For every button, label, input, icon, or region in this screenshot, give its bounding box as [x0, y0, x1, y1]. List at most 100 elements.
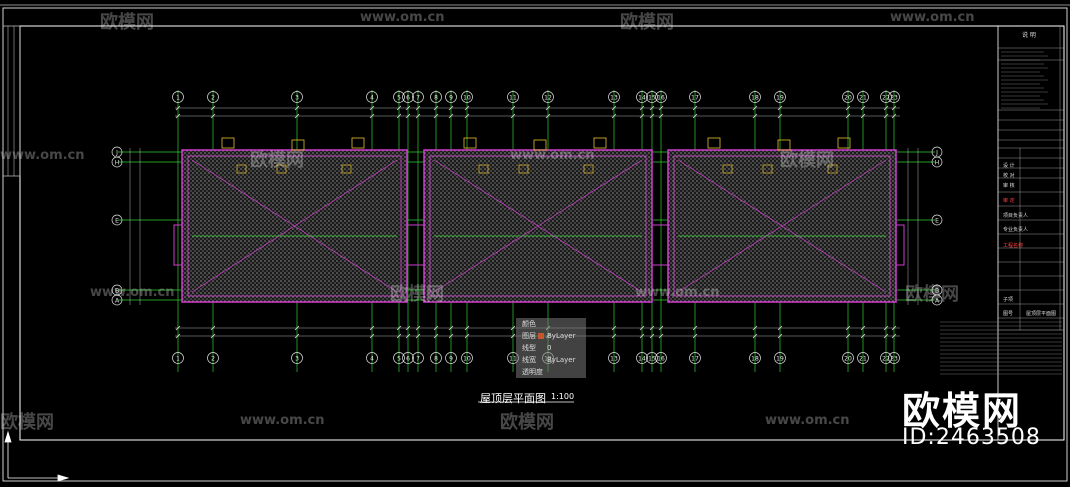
axis-bubble: 10 [461, 91, 473, 103]
axis-bubbles: 1122334455667788991010111112121313141415… [111, 91, 943, 364]
tb-field: 设 计 [1003, 163, 1015, 169]
axis-label: 7 [416, 95, 420, 102]
axis-bubble: 14 [636, 352, 648, 364]
tb-field: 图号 [1003, 311, 1014, 317]
axis-label: 9 [449, 356, 453, 363]
prop-value: ByLayer [547, 356, 576, 364]
axis-label: 3 [295, 95, 299, 102]
prop-linetype-row[interactable]: 线型 0 [516, 342, 586, 354]
axis-bubble: 11 [507, 91, 519, 103]
row-bubble: A [931, 294, 943, 306]
prop-label: 线型 [522, 344, 536, 352]
axis-label: 5 [397, 95, 401, 102]
tb-field: 专业负责人 [1003, 227, 1029, 233]
axis-bubble: 7 [412, 352, 424, 364]
dimension-lines [129, 105, 919, 339]
axis-bubble: 4 [366, 352, 378, 364]
color-swatch [538, 333, 544, 339]
axis-label: 22 [882, 95, 890, 102]
axis-label: 8 [434, 95, 438, 102]
axis-label: 14 [638, 356, 646, 363]
axis-bubble: 23 [888, 91, 900, 103]
axis-bubble: 18 [749, 91, 761, 103]
prop-transparency-row[interactable]: 透明度 [516, 366, 586, 378]
prop-value: 0 [547, 344, 552, 352]
axis-label: 10 [463, 356, 471, 363]
axis-label: 23 [890, 95, 898, 102]
axis-bubble: 19 [774, 91, 786, 103]
roof-unit [667, 137, 897, 303]
prop-color-row[interactable]: 颜色 [516, 318, 586, 330]
axis-bubble: 9 [445, 352, 457, 364]
tb-field: 工程名称 [1003, 243, 1024, 249]
axis-label: 10 [463, 95, 471, 102]
row-bubble: A [111, 294, 123, 306]
axis-bubble: 12 [542, 91, 554, 103]
row-bubble: H [931, 156, 943, 168]
prop-lineweight-row[interactable]: 线宽 ByLayer [516, 354, 586, 366]
axis-label: 22 [882, 356, 890, 363]
ucs-icon [4, 430, 70, 482]
axis-bubble: 15 [646, 91, 658, 103]
axis-bubble: 8 [430, 91, 442, 103]
axis-label: 19 [776, 95, 784, 102]
drawing-title: 屋顶层平面图 [480, 392, 546, 405]
axis-label: 21 [859, 95, 867, 102]
row-label: H [935, 160, 940, 167]
axis-bubble: 17 [689, 91, 701, 103]
tb-field: 审 核 [1003, 183, 1015, 189]
prop-label: 线宽 [522, 356, 536, 364]
axis-label: 11 [509, 356, 517, 363]
drawing-border-outer [2, 7, 1068, 482]
axis-bubble: 16 [655, 352, 667, 364]
axis-label: 15 [648, 356, 656, 363]
axis-bubble: 8 [430, 352, 442, 364]
roof-unit [181, 137, 408, 303]
axis-label: 13 [610, 95, 618, 102]
axis-label: 4 [370, 356, 374, 363]
row-bubble: E [111, 214, 123, 226]
axis-label: 8 [434, 356, 438, 363]
axis-bubble: 5 [393, 352, 405, 364]
axis-bubble: 19 [774, 352, 786, 364]
axis-label: 12 [544, 95, 552, 102]
axis-label: 23 [890, 356, 898, 363]
axis-label: 11 [509, 95, 517, 102]
row-label: E [115, 218, 119, 225]
axis-bubble: 22 [880, 352, 892, 364]
axis-bubble: 20 [842, 352, 854, 364]
row-label: E [935, 218, 939, 225]
axis-bubble: 6 [402, 91, 414, 103]
axis-label: 16 [657, 95, 665, 102]
axis-label: 2 [211, 95, 215, 102]
row-bubble: E [931, 214, 943, 226]
tb-field: 子项 [1003, 297, 1014, 303]
axis-bubble: 13 [608, 91, 620, 103]
axis-bubble: 21 [857, 91, 869, 103]
axis-label: 4 [370, 95, 374, 102]
axis-bubble: 1 [172, 352, 184, 364]
axis-label: 13 [610, 356, 618, 363]
row-label: A [935, 298, 940, 305]
prop-label: 透明度 [522, 368, 543, 376]
axis-bubble: 22 [880, 91, 892, 103]
drawing-scale: 1:100 [551, 392, 575, 401]
axis-label: 17 [691, 356, 699, 363]
axis-label: 20 [844, 95, 852, 102]
axis-bubble: 9 [445, 91, 457, 103]
tb-field: 校 对 [1003, 173, 1015, 179]
axis-label: 19 [776, 356, 784, 363]
axis-bubble: 4 [366, 91, 378, 103]
axis-label: 5 [397, 356, 401, 363]
axis-label: 1 [176, 356, 180, 363]
title-block [940, 25, 1065, 441]
axis-label: 1 [176, 95, 180, 102]
axis-bubble: 15 [646, 352, 658, 364]
axis-bubble: 5 [393, 91, 405, 103]
axis-bubble: 21 [857, 352, 869, 364]
image-id: ID:2463508 [902, 425, 1041, 450]
axis-bubble: 2 [207, 352, 219, 364]
